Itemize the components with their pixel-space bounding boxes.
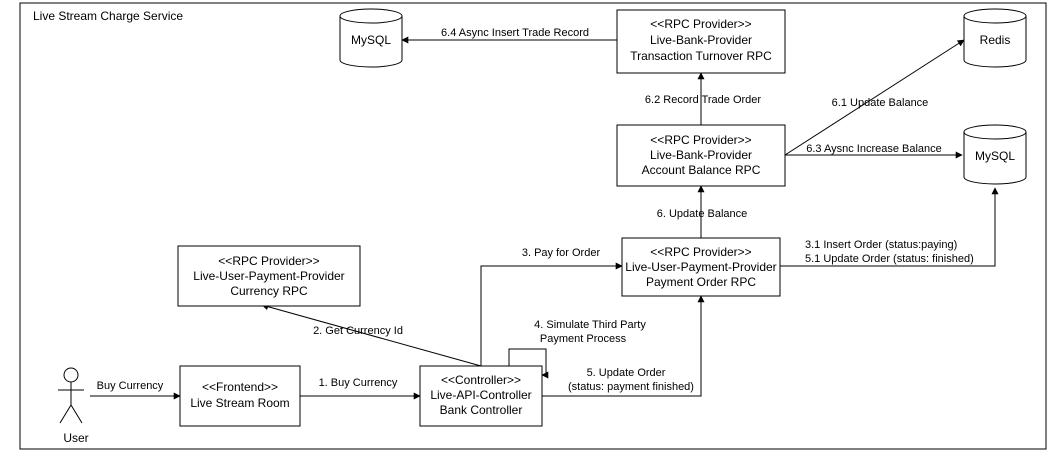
edge-label-step5-line2: (status: payment finished) bbox=[568, 381, 694, 393]
edge-step31-51 bbox=[780, 187, 999, 267]
database-icon bbox=[339, 8, 403, 68]
user-actor: User bbox=[58, 367, 89, 445]
person-icon bbox=[58, 367, 84, 424]
node-frontend: <<Frontend>> Live Stream Room bbox=[179, 365, 301, 427]
edge-label-step6: 6. Update Balance bbox=[657, 208, 748, 220]
edge-step4 bbox=[508, 348, 549, 379]
edge-step61 bbox=[784, 39, 965, 156]
edge-label-step63: 6.3 Aysnc Increase Balance bbox=[806, 143, 942, 155]
edge-step5 bbox=[542, 295, 705, 397]
account-balance-rpc-subname: Account Balance RPC bbox=[642, 163, 761, 177]
payment-order-rpc-stereotype: <<RPC Provider>> bbox=[650, 245, 751, 259]
edge-label-step5-line1: 5. Update Order bbox=[587, 367, 666, 379]
edge-label-step4-line2: Payment Process bbox=[540, 333, 627, 345]
edge-label-step64: 6.4 Async Insert Trade Record bbox=[441, 27, 589, 39]
node-transaction-rpc: <<RPC Provider>> Live-Bank-Provider Tran… bbox=[616, 9, 786, 74]
edge-step2 bbox=[261, 303, 482, 367]
node-account-balance-rpc: <<RPC Provider>> Live-Bank-Provider Acco… bbox=[616, 124, 786, 187]
transaction-rpc-name: Live-Bank-Provider bbox=[650, 33, 752, 47]
edge-label-buy-currency: Buy Currency bbox=[97, 380, 164, 392]
node-mysql-top: MySQL bbox=[339, 8, 403, 68]
edge-label-step51: 5.1 Update Order (status: finished) bbox=[805, 253, 974, 265]
diagram-title: Live Stream Charge Service bbox=[33, 9, 183, 23]
currency-rpc-subname: Currency RPC bbox=[230, 284, 308, 298]
payment-order-rpc-name: Live-User-Payment-Provider bbox=[625, 260, 776, 274]
edge-label-step31: 3.1 Insert Order (status:paying) bbox=[805, 239, 957, 251]
mysql-right-label: MySQL bbox=[975, 149, 1015, 163]
transaction-rpc-subname: Transaction Turnover RPC bbox=[630, 49, 772, 63]
frontend-name: Live Stream Room bbox=[190, 396, 289, 410]
controller-subname: Bank Controller bbox=[440, 403, 523, 417]
edge-label-step62: 6.2 Record Trade Order bbox=[645, 94, 762, 106]
node-payment-order-rpc: <<RPC Provider>> Live-User-Payment-Provi… bbox=[621, 237, 781, 297]
user-label: User bbox=[63, 431, 88, 445]
currency-rpc-stereotype: <<RPC Provider>> bbox=[218, 254, 319, 268]
edge-step3 bbox=[480, 262, 623, 366]
edge-label-step61: 6.1 Update Balance bbox=[832, 97, 929, 109]
database-icon bbox=[963, 124, 1027, 185]
transaction-rpc-stereotype: <<RPC Provider>> bbox=[650, 17, 751, 31]
edge-label-step2: 2. Get Currency Id bbox=[313, 325, 403, 337]
node-mysql-right: MySQL bbox=[963, 124, 1027, 185]
node-redis: Redis bbox=[963, 8, 1027, 68]
currency-rpc-name: Live-User-Payment-Provider bbox=[193, 269, 344, 283]
edge-label-step3: 3. Pay for Order bbox=[522, 247, 601, 259]
account-balance-rpc-name: Live-Bank-Provider bbox=[650, 148, 752, 162]
edge-label-step4-line1: 4. Simulate Third Party bbox=[534, 319, 646, 331]
redis-label: Redis bbox=[980, 33, 1011, 47]
controller-stereotype: <<Controller>> bbox=[441, 373, 521, 387]
node-controller: <<Controller>> Live-API-Controller Bank … bbox=[419, 365, 543, 427]
edge-label-step1: 1. Buy Currency bbox=[319, 377, 398, 389]
frontend-stereotype: <<Frontend>> bbox=[202, 380, 278, 394]
service-boundary bbox=[19, 2, 1047, 450]
database-icon bbox=[963, 8, 1027, 68]
account-balance-rpc-stereotype: <<RPC Provider>> bbox=[650, 133, 751, 147]
node-currency-rpc: <<RPC Provider>> Live-User-Payment-Provi… bbox=[177, 245, 361, 307]
mysql-top-label: MySQL bbox=[351, 33, 391, 47]
payment-order-rpc-subname: Payment Order RPC bbox=[646, 275, 756, 289]
controller-name: Live-API-Controller bbox=[430, 388, 531, 402]
